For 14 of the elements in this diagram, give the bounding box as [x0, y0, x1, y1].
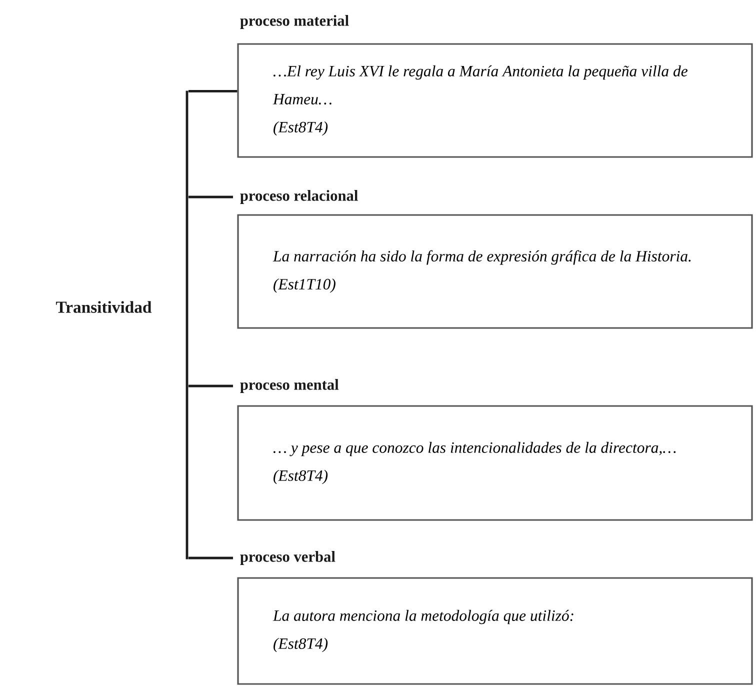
section-heading: proceso mental	[240, 379, 339, 393]
category-label: Transitividad	[56, 301, 152, 313]
bracket-line	[188, 384, 233, 388]
bracket-line	[188, 90, 238, 92]
quote-box: La autora menciona la metodología que utilizó: (Est8T4)	[237, 577, 753, 685]
section-heading: proceso relacional	[240, 190, 358, 204]
bracket-line	[188, 196, 233, 198]
bracket-line	[188, 556, 233, 560]
quote-box: La narración ha sido la forma de expresión gráfica de la Historia. (Est1T10)	[237, 214, 753, 329]
quote-box: … y pese a que conozco las intencionalidades de la directora,… (Est8T4)	[237, 405, 753, 521]
section-heading: proceso verbal	[240, 551, 336, 565]
bracket-bar	[186, 90, 188, 560]
section-heading: proceso material	[240, 15, 349, 29]
quote-box: …El rey Luis XVI le regala a María Antonieta la pequeña villa de Hameu… (Est8T4)	[237, 43, 753, 158]
